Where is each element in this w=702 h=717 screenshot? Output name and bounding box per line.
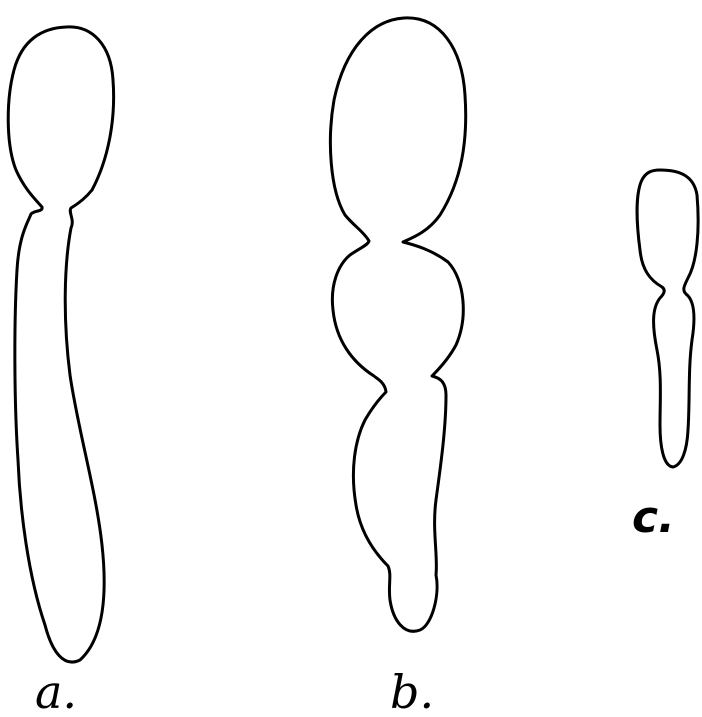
outline-b	[330, 18, 465, 631]
label-c: c.	[632, 492, 675, 543]
label-a: a.	[35, 665, 77, 717]
label-b: b.	[390, 665, 434, 717]
outline-a	[8, 27, 113, 662]
outline-c	[637, 170, 698, 467]
